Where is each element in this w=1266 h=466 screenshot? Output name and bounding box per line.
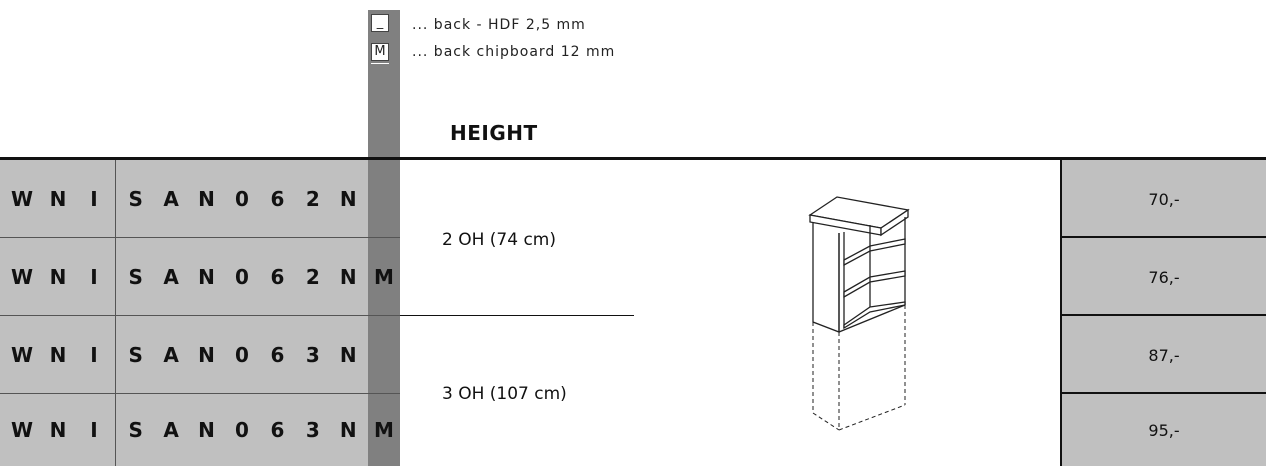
back-type-letter xyxy=(368,316,400,393)
legend-text-hdf: ... back - HDF 2,5 mm xyxy=(412,17,586,33)
code-letter: S xyxy=(128,264,143,289)
height-label-3oh: 3 OH (107 cm) xyxy=(442,384,567,404)
open-shelf-cabinet-icon xyxy=(808,196,910,431)
legend-key-hdf: _ xyxy=(371,14,389,32)
code-letter: N xyxy=(339,342,357,367)
code-letter: A xyxy=(163,264,179,289)
code-letter: 6 xyxy=(270,418,285,442)
back-type-cell: M xyxy=(368,238,400,316)
code-letter: S xyxy=(128,418,143,442)
code-letter: N xyxy=(198,418,215,442)
price-cell: 76,- xyxy=(1060,236,1266,316)
price-cell: 87,- xyxy=(1060,314,1266,394)
legend-key-chipboard: M xyxy=(371,43,389,61)
price-cell: 95,- xyxy=(1060,392,1266,466)
back-type-cell xyxy=(368,316,400,394)
legend-divider xyxy=(371,63,389,64)
code-letter: N xyxy=(49,418,67,442)
price-cell: 70,- xyxy=(1060,158,1266,238)
code-letter: I xyxy=(90,186,98,211)
code-letter: N xyxy=(49,264,67,289)
code-letter: 0 xyxy=(235,418,249,442)
code-letter: N xyxy=(198,186,215,211)
code-letter: S xyxy=(128,342,143,367)
code-letter: N xyxy=(49,342,67,367)
code-letter: 0 xyxy=(235,342,249,367)
code-letter: W xyxy=(10,342,34,367)
code-letter: S xyxy=(128,186,143,211)
code-letter: W xyxy=(10,418,34,442)
table-top-rule xyxy=(0,157,1266,160)
code-letter: N xyxy=(198,264,215,289)
back-type-letter: M xyxy=(374,264,394,289)
legend-text-chipboard: ... back chipboard 12 mm xyxy=(412,44,616,60)
back-type-letter xyxy=(368,160,400,237)
height-heading: HEIGHT xyxy=(450,121,538,145)
code-letter: 3 xyxy=(305,418,320,442)
code-letter: A xyxy=(163,342,179,367)
height-label-2oh: 2 OH (74 cm) xyxy=(442,230,556,250)
code-letter: N xyxy=(198,342,215,367)
code-letter: N xyxy=(339,418,357,442)
back-type-letter: M xyxy=(374,418,394,442)
code-letter: 6 xyxy=(270,342,285,367)
code-letter: 6 xyxy=(270,264,285,289)
code-letter: N xyxy=(339,186,357,211)
code-letter: 6 xyxy=(270,186,285,211)
code-letter: W xyxy=(10,186,34,211)
code-letter: N xyxy=(49,186,67,211)
code-letter: 0 xyxy=(235,186,249,211)
back-type-cell: M xyxy=(368,394,400,466)
height-divider xyxy=(400,315,634,316)
code-letter: I xyxy=(90,264,98,289)
code-letter: 0 xyxy=(235,264,249,289)
code-letter: I xyxy=(90,418,98,442)
code-letter: A xyxy=(163,186,179,211)
code-letter: 3 xyxy=(305,342,320,367)
code-letter: 2 xyxy=(305,264,320,289)
code-letter: A xyxy=(163,418,179,442)
code-letter: I xyxy=(90,342,98,367)
code-letter: N xyxy=(339,264,357,289)
code-letter: 2 xyxy=(305,186,320,211)
code-letter: W xyxy=(10,264,34,289)
back-type-cell xyxy=(368,160,400,238)
